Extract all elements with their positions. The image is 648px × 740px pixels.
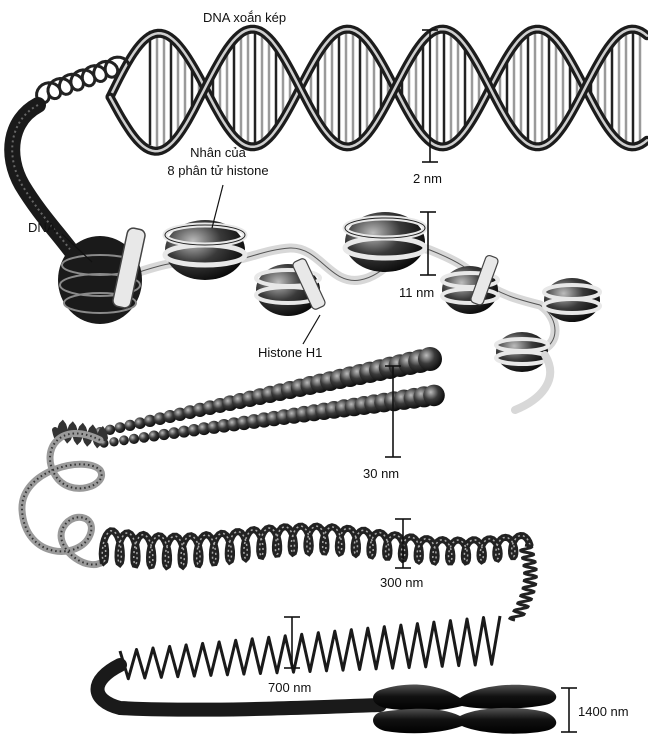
nucleosome-1: [165, 220, 245, 280]
fibre-700nm-tail: [98, 665, 381, 710]
solenoid-nucleosome: [149, 431, 160, 442]
label-dna: DNA: [28, 220, 56, 235]
nucleosome-6: [496, 332, 548, 372]
bracket-1400nm: [561, 688, 577, 732]
solenoid-nucleosome: [129, 434, 139, 444]
solenoid-nucleosome: [423, 385, 445, 407]
label-histone-h1: Histone H1: [258, 345, 322, 360]
solenoid-nucleosome: [168, 427, 180, 439]
solenoid-nucleosome: [158, 429, 169, 440]
label-2nm: 2 nm: [413, 171, 442, 186]
bracket-300nm: [395, 519, 411, 568]
nucleosome-2: [256, 257, 326, 316]
nucleosome-3: [345, 212, 425, 272]
zigzag-fibre-700nm: [120, 616, 500, 679]
solenoid-nucleosome: [139, 432, 150, 443]
leader-histone-h1: [303, 315, 320, 344]
label-dna-double-helix: DNA xoắn kép: [203, 10, 286, 25]
label-11nm: 11 nm: [399, 285, 434, 300]
label-1400nm: 1400 nm: [578, 704, 629, 719]
dna-double-helix: [110, 29, 647, 151]
solenoid-nucleosome: [134, 417, 146, 429]
chromatid-lower: [373, 708, 556, 734]
solenoid-nucleosome: [119, 435, 129, 445]
nucleosome-5: [544, 278, 600, 322]
solenoid-nucleosome: [115, 422, 126, 433]
solenoid-nucleosome: [124, 420, 135, 431]
looped-domain-300nm: [22, 433, 530, 566]
label-700nm: 700 nm: [268, 680, 311, 695]
solenoid-nucleosome: [109, 437, 118, 446]
label-300nm: 300 nm: [380, 575, 423, 590]
dna-descending-strand: [12, 105, 78, 260]
solenoid-fibre-30nm: [55, 347, 445, 448]
label-histone-core-line2: 8 phân tử histone: [167, 163, 268, 178]
metaphase-chromosome: [373, 684, 556, 733]
label-30nm: 30 nm: [363, 466, 399, 481]
solenoid-nucleosome: [418, 347, 442, 371]
condensed-section-700nm: [98, 545, 537, 710]
label-histone-core-line1: Nhân của: [190, 145, 246, 160]
chromatid-upper: [373, 684, 556, 710]
